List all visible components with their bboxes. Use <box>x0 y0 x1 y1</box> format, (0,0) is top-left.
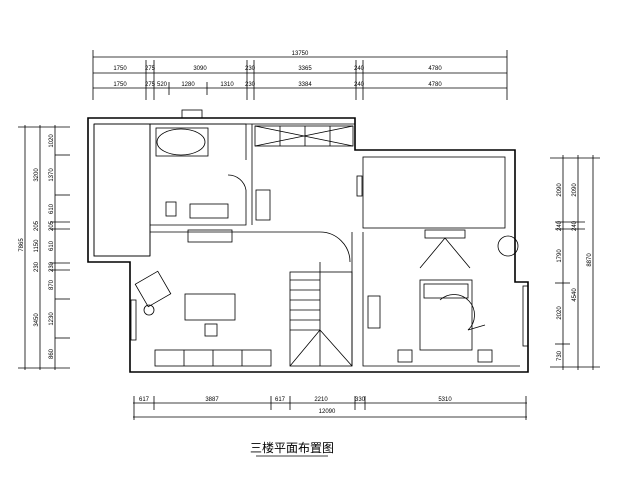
armchair <box>134 270 172 308</box>
dim: 2090 <box>572 183 578 197</box>
dim: 230 <box>49 261 55 272</box>
dim: 3365 <box>298 66 312 72</box>
dim: 1750 <box>113 66 127 72</box>
dim: 5310 <box>438 397 452 403</box>
lounge-chair <box>497 235 519 257</box>
dim: 3200 <box>34 168 40 182</box>
dim: 2020 <box>557 306 563 320</box>
window <box>130 299 137 341</box>
bottom-dimensions: 617 3887 617 2210 330 5310 12090 <box>133 396 527 420</box>
dim: 205 <box>34 220 40 231</box>
dim: 860 <box>49 348 55 359</box>
dim: 1280 <box>181 82 195 88</box>
dim: 2210 <box>314 397 328 403</box>
dim: 3090 <box>193 66 207 72</box>
toilet <box>165 201 177 217</box>
drawing-title: 三楼平面布置图 <box>250 440 334 455</box>
furniture <box>130 109 529 367</box>
dim: 610 <box>49 240 55 251</box>
dim: 1790 <box>557 249 563 263</box>
dim: 275 <box>145 66 156 72</box>
dim: 330 <box>355 397 366 403</box>
walls <box>87 117 529 373</box>
window <box>522 285 529 347</box>
dim: 617 <box>275 397 286 403</box>
tv-cabinet <box>367 295 381 329</box>
right-dimensions: 2090 240 1790 2020 730 2090 240 4540 887… <box>550 155 600 370</box>
nightstand <box>477 349 493 363</box>
dim-total: 13750 <box>292 51 309 57</box>
dim: 4780 <box>428 66 442 72</box>
dim: 1230 <box>49 312 55 326</box>
dim: 1370 <box>49 168 55 182</box>
dim: 240 <box>354 66 365 72</box>
bathtub <box>156 128 206 156</box>
dim: 1020 <box>49 134 55 148</box>
dim: 3384 <box>298 82 312 88</box>
dim: 240 <box>557 220 563 231</box>
top-dimensions: 13750 1750 275 3090 230 3365 240 4780 17… <box>92 50 508 100</box>
tv <box>424 229 466 239</box>
dim: 2090 <box>557 183 563 197</box>
dim: 520 <box>157 82 168 88</box>
dim: 1150 <box>34 239 40 253</box>
dim: 4780 <box>428 82 442 88</box>
dim-total: 7865 <box>19 238 25 252</box>
dim: 870 <box>49 279 55 290</box>
dim: 617 <box>139 397 150 403</box>
vanity <box>189 203 229 219</box>
dim: 240 <box>572 220 578 231</box>
dim-total: 8870 <box>587 253 593 267</box>
dim: 3450 <box>34 313 40 327</box>
nightstand <box>397 349 413 363</box>
desk <box>184 293 236 321</box>
dim: 205 <box>49 220 55 231</box>
staircase <box>289 271 353 367</box>
dim: 730 <box>557 350 563 361</box>
dim: 240 <box>354 82 365 88</box>
left-dimensions: 7865 3200 205 1150 230 3450 1020 1370 61… <box>18 125 70 370</box>
dim: 610 <box>49 203 55 214</box>
dim: 4540 <box>572 288 578 302</box>
dim: 3887 <box>205 397 219 403</box>
bed <box>419 279 473 351</box>
window <box>356 175 363 197</box>
dim: 1310 <box>220 82 234 88</box>
dim-total: 12090 <box>319 409 336 415</box>
dim: 230 <box>245 82 256 88</box>
dim: 275 <box>145 82 156 88</box>
dim: 1750 <box>113 82 127 88</box>
wardrobe <box>254 125 354 147</box>
window <box>181 109 203 119</box>
chair <box>204 323 218 337</box>
dim: 230 <box>245 66 256 72</box>
dim: 230 <box>34 261 40 272</box>
